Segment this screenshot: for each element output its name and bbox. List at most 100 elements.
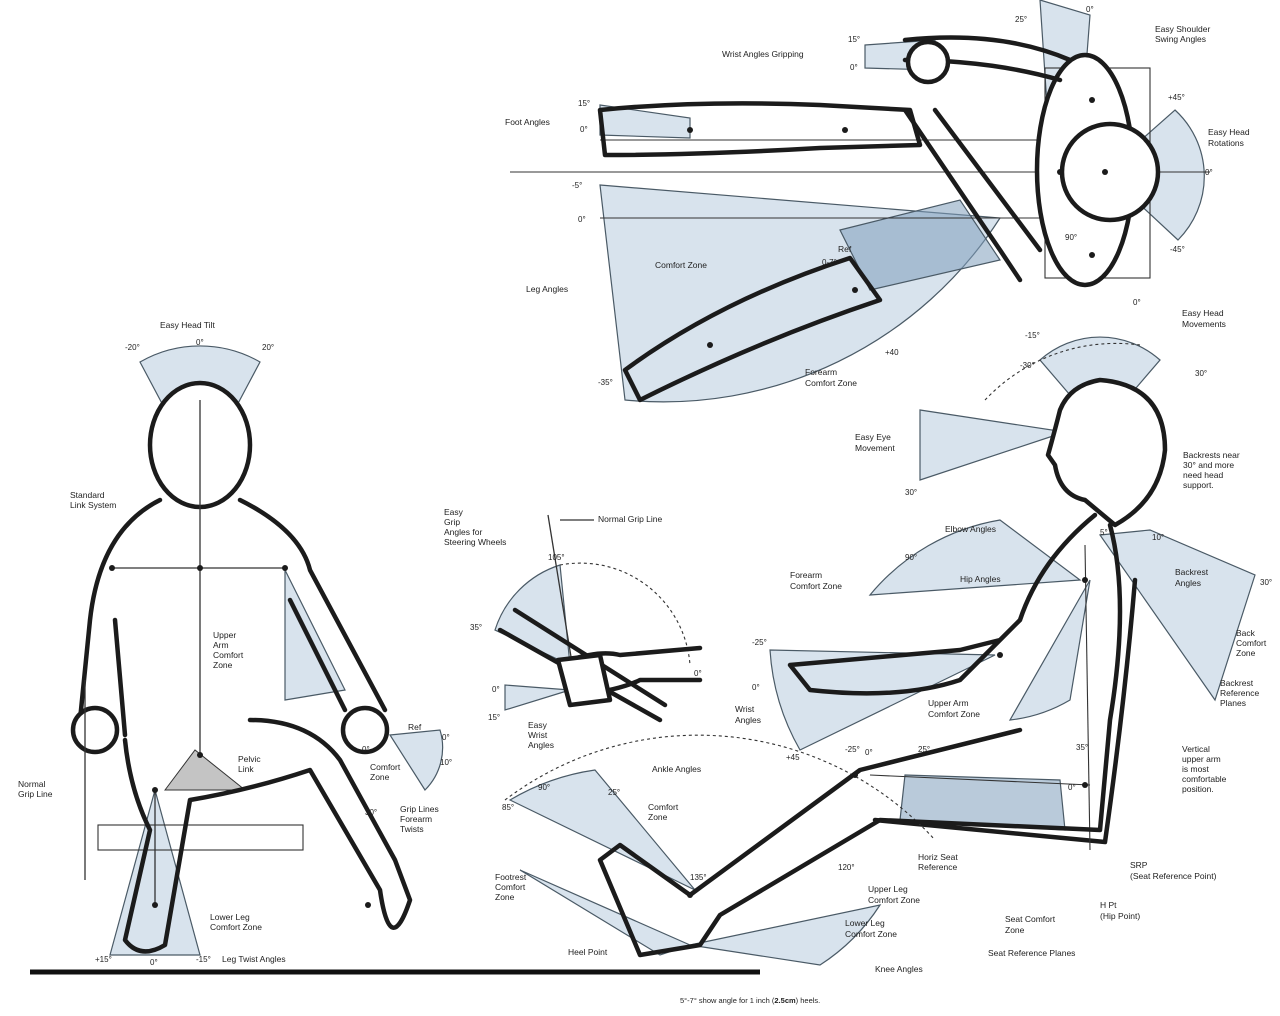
grip-fist (555, 652, 613, 708)
right-hand-top (905, 39, 951, 85)
diagram-label: +40 (885, 348, 899, 357)
diagram-label: Twists (400, 824, 424, 834)
diagram-label: Comfort Zone (868, 895, 920, 905)
diagram-label: 15° (578, 99, 590, 108)
diagram-label: 0° (578, 215, 586, 224)
diagram-label: 0° (865, 748, 873, 757)
legs-side (597, 522, 1123, 958)
label-link-system-2: Link System (70, 500, 116, 510)
diagram-label: 0° (492, 685, 500, 694)
diagram-label: Backrest (1175, 567, 1209, 577)
diagram-label: Backrests near (1183, 450, 1240, 460)
label-head-rotations-1: Easy Head (1208, 127, 1250, 137)
label-top-comfort-zone: Comfort Zone (655, 260, 707, 270)
diagram-label: Comfort (1236, 638, 1267, 648)
diagram-label: Back (1236, 628, 1256, 638)
diagram-label: Zone (370, 772, 390, 782)
diagram-label: (Seat Reference Point) (1130, 871, 1217, 881)
head-side (1045, 377, 1168, 528)
diagram-label: support. (1183, 480, 1214, 490)
joint-marker (197, 565, 203, 571)
joint-marker (1102, 169, 1108, 175)
diagram-label: 10° (440, 758, 452, 767)
vertical-reference (1084, 544, 1091, 851)
label-top-ref: Ref (838, 244, 852, 254)
diagram-label: Angles (735, 715, 761, 725)
left-forearm-top (902, 107, 1023, 283)
diagram-label: Grip Lines (400, 804, 439, 814)
diagram-label: 90° (1065, 233, 1077, 242)
label-easy-shoulder-2: Swing Angles (1155, 34, 1206, 44)
diagram-label: Comfort (648, 802, 679, 812)
label-ankle-angles: Ankle Angles (652, 764, 701, 774)
elbow-hip-zone (868, 519, 1082, 596)
diagram-label: Comfort (370, 762, 401, 772)
joint-marker (1057, 169, 1063, 175)
diagram-label: SRP (1130, 860, 1148, 870)
diagram-label-part: 2.5cm (774, 996, 796, 1005)
diagram-label: -30° (1020, 361, 1035, 370)
diagram-label: 0° (1086, 5, 1094, 14)
diagram-label: -20° (125, 343, 140, 352)
left-hand-front (70, 705, 120, 755)
upper-arm-comfort-zone (284, 569, 346, 701)
legs-front (122, 717, 413, 954)
diagram-label: Grip Line (18, 789, 53, 799)
diagram-label: Easy (444, 507, 464, 517)
diagram-label: Easy Shoulder (1155, 24, 1210, 34)
horiz-seat-reference (869, 774, 1091, 786)
torso-arm-side (787, 512, 1098, 696)
diagram-label: need head (1183, 470, 1223, 480)
label-elbow-angles: Elbow Angles (945, 524, 996, 534)
diagram-label: Link (238, 764, 254, 774)
diagram-label: Lower Leg (210, 912, 250, 922)
diagram-label: Angles (1175, 578, 1201, 588)
diagram-label: Backrest (1220, 678, 1254, 688)
joint-marker (1082, 577, 1088, 583)
diagram-label: 90° (905, 553, 917, 562)
diagram-label: Easy (528, 720, 548, 730)
diagram-label: comfortable (1182, 774, 1227, 784)
joint-marker (842, 127, 848, 133)
label-wrist-angles-gripping: Wrist Angles Gripping (722, 49, 804, 59)
diagram-label: 90° (538, 783, 550, 792)
diagram-label: 30° (1195, 369, 1207, 378)
diagram-label: 135° (690, 873, 707, 882)
diagram-label: Upper Leg (868, 884, 908, 894)
diagram-label: 25° (1015, 15, 1027, 24)
side-upper-arm-zone (1008, 579, 1091, 721)
joint-marker (152, 787, 158, 793)
grip-detail-figure: Easy Grip Angles for Steering Wheels Nor… (444, 507, 703, 750)
ankle-arc (504, 734, 936, 841)
diagram-label: (Hip Point) (1100, 911, 1140, 921)
diagram-label: Easy Head (1182, 308, 1224, 318)
diagram-label: 20° (262, 343, 274, 352)
diagram-label: 0° (1133, 298, 1141, 307)
label-foot-angles: Foot Angles (505, 117, 550, 127)
diagram-label: Planes (1220, 698, 1246, 708)
diagram-label: 0° (442, 733, 450, 742)
joint-marker (1082, 782, 1088, 788)
diagram-label: 30° (1260, 578, 1272, 587)
diagram-label: Lower Leg (845, 918, 885, 928)
diagram-label: Comfort Zone (790, 581, 842, 591)
joint-marker (852, 772, 858, 778)
label-leg-angles: Leg Angles (526, 284, 568, 294)
front-comfort-zone (388, 729, 444, 791)
diagram-label: Zone (648, 812, 668, 822)
label-link-system-1: Standard (70, 490, 105, 500)
heels-note: 5°-7° show angle for 1 inch (2.5cm) heel… (680, 996, 820, 1005)
diagram-label: Comfort Zone (928, 709, 980, 719)
label-normal-grip-line: Normal Grip Line (598, 514, 663, 524)
eye-movement-zone (919, 409, 1066, 481)
diagram-label: 30° (905, 488, 917, 497)
upper-leg-top (597, 101, 923, 158)
side-forearm-zone (769, 649, 996, 751)
diagram-label: 5° (1100, 528, 1108, 537)
diagram-label: Zone (495, 892, 515, 902)
diagram-label: 25° (918, 745, 930, 754)
label-seat-reference-planes: Seat Reference Planes (988, 948, 1075, 958)
joint-marker (687, 892, 693, 898)
